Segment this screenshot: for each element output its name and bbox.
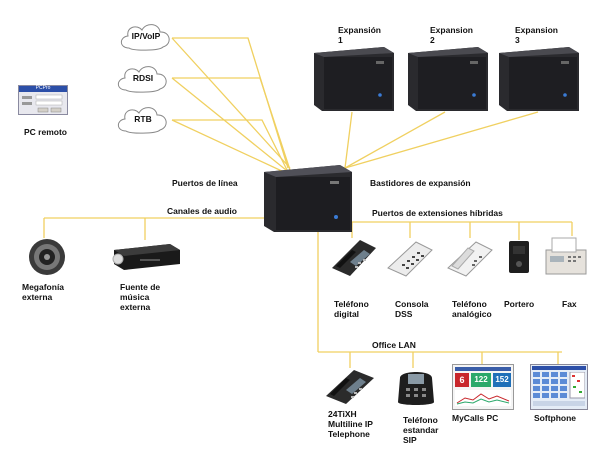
music-player-icon	[112, 244, 180, 270]
pbx-icon	[264, 165, 352, 232]
expansion-3-label: Expansion 3	[515, 25, 558, 45]
remote-pc-window: PCPro	[18, 85, 68, 115]
wire-rtb	[171, 119, 285, 173]
cloud-rtb: RTB	[114, 103, 172, 137]
cloud-ipvoip: IP/VoIP	[117, 20, 175, 54]
expansion-rack-3	[499, 45, 579, 118]
remote-pc-label: PC remoto	[24, 127, 67, 137]
softphone-titlebar	[532, 366, 586, 370]
mycalls-tile-blue: 152	[493, 373, 511, 387]
portero-label: Portero	[504, 299, 535, 309]
megafonia-label: Megafonía externa	[22, 282, 65, 302]
analog-phone-icon	[447, 241, 493, 277]
mycalls-screen: 6 122 152	[452, 364, 514, 410]
ip-phone-icon	[326, 370, 374, 404]
fax-device	[542, 236, 588, 281]
cloud-label: IP/VoIP	[131, 31, 161, 41]
wire-rdsi	[171, 77, 287, 171]
expansion-1-label: Expansión 1	[338, 25, 381, 45]
sip-phone-icon	[398, 372, 434, 405]
tel-digital-label: Teléfono digital	[334, 299, 369, 319]
expansion-racks-label: Bastidores de expansión	[370, 178, 471, 188]
pc-window-icon	[18, 85, 68, 115]
main-pbx-unit	[264, 162, 352, 239]
cloud-icon	[117, 66, 167, 93]
sip-phone-label: Teléfono estandar SIP	[403, 415, 439, 445]
cloud-icon	[117, 107, 167, 134]
sip-phone-device	[396, 366, 436, 413]
wire-ipvoip	[171, 37, 291, 169]
office-lan-label: Office LAN	[372, 340, 416, 350]
ip-phone-label: 24TiXH Multiline IP Telephone	[328, 409, 373, 439]
audio-channels-label: Canales de audio	[167, 206, 237, 216]
cloud-label: RDSI	[132, 73, 154, 83]
cloud-label: RTB	[134, 114, 152, 124]
fax-label: Fax	[562, 299, 577, 309]
dss-console-icon	[387, 241, 433, 277]
door-phone-icon	[509, 241, 529, 273]
softphone-screen	[530, 364, 588, 410]
rack-icon	[314, 47, 394, 111]
cloud-icon	[120, 24, 170, 51]
wire-expansion-1	[344, 111, 353, 169]
musica-label: Fuente de música externa	[120, 282, 161, 312]
ip-phone-device	[324, 368, 376, 411]
pc-window-title: PCPro	[35, 85, 51, 91]
rack-icon	[499, 47, 579, 111]
mycalls-label: MyCalls PC	[452, 413, 499, 423]
wire-rdsi-branch	[172, 77, 291, 171]
expansion-2-label: Expansion 2	[430, 25, 473, 45]
cloud-rdsi: RDSI	[114, 62, 172, 96]
hybrid-ports-label: Puertos de extensiones híbridas	[372, 208, 503, 218]
fax-icon	[545, 237, 587, 275]
consola-label: Consola DSS	[395, 299, 429, 319]
wire-expansion-2	[344, 111, 446, 169]
mycalls-titlebar	[455, 367, 511, 371]
digital-phone-device	[330, 238, 378, 283]
door-phone-device	[508, 240, 530, 279]
analogico-label: Teléfono analógico	[452, 299, 492, 319]
wire-expansion-3	[344, 111, 539, 169]
expansion-rack-2	[408, 45, 488, 118]
speaker-device	[28, 238, 66, 281]
rack-icon	[408, 47, 488, 111]
digital-phone-icon	[332, 240, 376, 276]
line-ports-label: Puertos de línea	[172, 178, 238, 188]
softphone-label: Softphone	[534, 413, 577, 423]
analog-phone-device	[446, 238, 494, 283]
expansion-rack-1	[314, 45, 394, 118]
mycalls-chart-icon	[455, 390, 511, 406]
dss-console-device	[386, 238, 434, 283]
speaker-icon	[29, 239, 65, 275]
mycalls-tile-green: 122	[471, 373, 491, 387]
mycalls-tile-red: 6	[455, 373, 469, 387]
wire-rtb-branch	[172, 119, 289, 173]
music-source-device	[110, 240, 182, 277]
softphone-grid-icon	[533, 372, 585, 406]
